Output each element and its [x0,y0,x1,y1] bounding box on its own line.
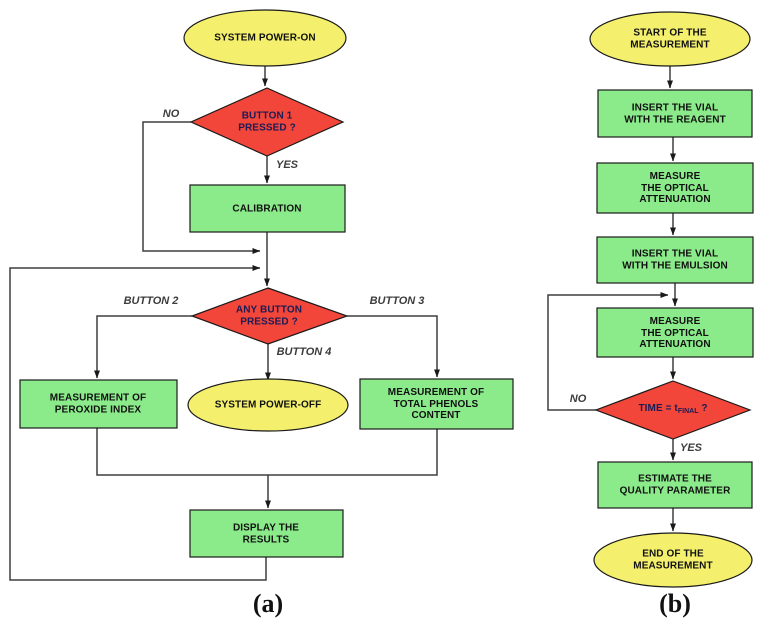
edge-button2-to-peroxide [94,315,192,379]
process-peroxide-index [19,379,178,429]
label-calibration: CALIBRATION [232,203,302,215]
terminator-end-measurement [593,532,753,588]
decision-any-button-pressed [190,287,349,345]
terminator-power-on [183,9,347,67]
time-check-post: ? [698,402,708,414]
edge-label-no-b: NO [569,393,587,405]
terminator-start-measurement [589,11,751,67]
label-end: END OF THE MEASUREMENT [633,548,713,572]
terminator-power-off [187,378,349,432]
process-display-results [189,509,344,558]
nodes-panel-b [589,11,754,588]
edge-label-no-a: NO [162,108,180,120]
label-insert-reagent: INSERT THE VIAL WITH THE REAGENT [624,102,726,126]
caption-panel-b: (b) [659,589,691,618]
label-power-on: SYSTEM POWER-ON [214,32,316,44]
decision-button1-pressed [189,87,345,157]
edge-label-button4: BUTTON 4 [276,346,332,358]
edge-label-yes-b: YES [679,442,703,454]
edge-button3-to-phenols [347,315,440,378]
label-display: DISPLAY THE RESULTS [232,522,300,546]
edge-no-loop [142,121,261,254]
process-insert-emulsion [596,236,754,284]
edge-label-button2: BUTTON 2 [123,295,179,307]
label-insert-emulsion: INSERT THE VIAL WITH THE EMULSION [622,248,728,272]
process-estimate-quality [597,461,753,509]
label-peroxide: MEASUREMENT OF PEROXIDE INDEX [49,392,147,416]
label-time-check: TIME = tFINAL ? [638,403,707,418]
edge-label-yes-a: YES [275,159,299,171]
process-measure-optical-2 [596,307,754,358]
edge-label-button3: BUTTON 3 [369,295,425,307]
edge-results-collector [96,428,438,476]
label-estimate: ESTIMATE THE QUALITY PARAMETER [619,473,731,497]
decision-time-final [594,380,752,440]
process-total-phenols [359,378,514,430]
process-calibration [189,184,346,233]
time-check-subscript: FINAL [677,407,699,415]
edges-panel-a [9,66,440,581]
label-measure-2: MEASURE THE OPTICAL ATTENUATION [639,315,711,350]
label-button1: BUTTON 1 PRESSED ? [238,110,296,134]
nodes-panel-a [19,9,514,558]
edges-panel-b [547,66,678,532]
edge-no-loop-b [547,292,669,411]
time-check-pre: TIME = t [638,402,678,414]
process-insert-reagent [597,89,753,138]
label-measure-1: MEASURE THE OPTICAL ATTENUATION [639,170,711,205]
label-power-off: SYSTEM POWER-OFF [214,399,322,411]
label-any-button: ANY BUTTON PRESSED ? [235,304,303,328]
edge-display-loop-back [9,265,267,581]
label-start: START OF THE MEASUREMENT [630,27,710,51]
label-phenols: MEASUREMENT OF TOTAL PHENOLS CONTENT [387,386,485,421]
caption-panel-a: (a) [252,589,284,618]
process-measure-optical-1 [596,162,754,214]
